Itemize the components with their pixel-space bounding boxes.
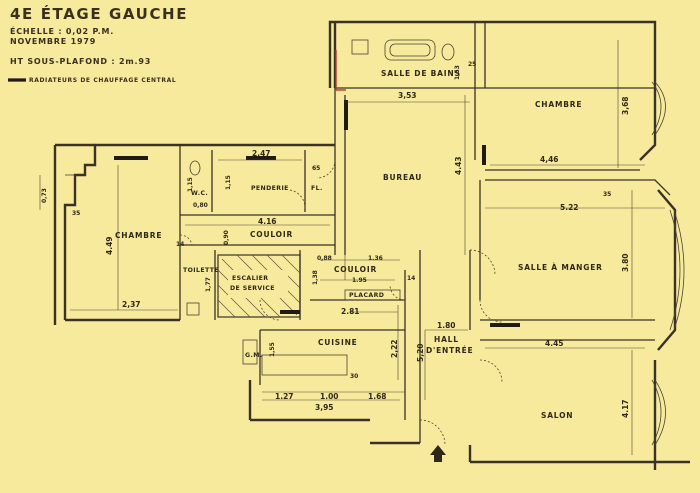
dim-label: 30 — [350, 373, 358, 380]
plan-title: 4E ÉTAGE GAUCHE — [10, 4, 188, 23]
room-penderie: PENDERIE — [251, 185, 289, 192]
dim-label: 4.16 — [258, 217, 277, 226]
dim-label: 0,90 — [223, 230, 230, 245]
walls — [53, 20, 690, 470]
room-hall-entree: D'ENTRÉE — [426, 346, 473, 355]
dim-label: 3.80 — [621, 253, 630, 272]
dim-label: 1.68 — [368, 392, 387, 401]
dim-label: 2.81 — [341, 307, 360, 316]
dim-label: 65 — [312, 165, 320, 172]
room-hall: HALL — [434, 335, 459, 344]
dim-label: 0,73 — [41, 188, 48, 203]
radiators — [114, 50, 520, 327]
room-couloir-top: COULOIR — [250, 230, 293, 239]
dimension-labels: 3,53 1,53 25 3,68 4,46 4.43 2,47 65 1,15… — [41, 61, 630, 418]
dim-label: 1,55 — [269, 342, 276, 357]
room-bureau: BUREAU — [383, 173, 422, 182]
dim-label: 3,53 — [398, 91, 417, 100]
dim-label: 1,15 — [187, 177, 194, 192]
dim-label: 35 — [72, 210, 80, 217]
dim-label: 4.43 — [454, 156, 463, 175]
staircase — [217, 254, 301, 318]
dim-label: 1.00 — [320, 392, 339, 401]
room-labels: SALLE DE BAINS CHAMBRE BUREAU PENDERIE F… — [115, 69, 603, 420]
room-de-service: DE SERVICE — [230, 285, 275, 292]
ceiling-height-label: HT SOUS-PLAFOND : 2m.93 — [10, 57, 151, 66]
dim-label: 1,77 — [205, 277, 212, 292]
dim-label: 1,53 — [454, 65, 461, 80]
legend-label: RADIATEURS DE CHAUFFAGE CENTRAL — [29, 77, 176, 84]
room-chambre-right: CHAMBRE — [535, 100, 582, 109]
placard-box-icon — [344, 289, 401, 301]
toilet-icon — [189, 160, 201, 176]
sink-icon — [351, 39, 369, 55]
room-gm: G.M. — [245, 352, 263, 359]
room-couloir-mid: COULOIR — [334, 265, 377, 274]
dim-label: 5,20 — [416, 343, 425, 362]
room-escalier: ESCALIER — [232, 275, 268, 282]
dim-label: 4,46 — [540, 155, 559, 164]
dim-label: 1,38 — [312, 270, 319, 285]
dimension-lines — [39, 40, 665, 455]
entrance-arrow-icon — [430, 445, 446, 462]
dim-label: 4.17 — [621, 399, 630, 418]
dim-label: 5.22 — [560, 203, 579, 212]
room-fl: FL. — [311, 185, 323, 192]
dim-label: 2,47 — [252, 149, 271, 158]
windows — [65, 81, 685, 446]
dim-label: 1.27 — [275, 392, 294, 401]
dim-label: 25 — [468, 61, 476, 68]
dim-label: 4.45 — [545, 339, 564, 348]
room-wc: W.C. — [191, 190, 208, 197]
dim-label: 0,80 — [193, 202, 208, 209]
dim-label: 1,15 — [225, 175, 232, 190]
fixtures — [186, 39, 455, 376]
doors — [179, 159, 503, 446]
room-salon: SALON — [541, 411, 573, 420]
dim-label: 3,95 — [315, 403, 334, 412]
room-salle-de-bains: SALLE DE BAINS — [381, 69, 461, 78]
dim-label: 14 — [176, 241, 184, 248]
room-chambre-left: CHAMBRE — [115, 231, 162, 240]
toilet-room-toilet-icon — [186, 302, 200, 316]
date-label: NOVEMBRE 1979 — [10, 37, 96, 46]
room-toilette: TOILETTE — [183, 267, 219, 274]
dim-label: 0,88 — [317, 255, 332, 262]
dim-label: 2,22 — [390, 339, 399, 358]
bathtub-icon — [384, 39, 436, 61]
kitchen-counter-icon — [261, 354, 348, 376]
dim-label: 35 — [603, 191, 611, 198]
bidet-icon — [441, 43, 455, 61]
room-placard: PLACARD — [349, 292, 384, 299]
dim-label: 14 — [407, 275, 415, 282]
room-cuisine: CUISINE — [318, 338, 358, 347]
dim-label: 2,37 — [122, 300, 141, 309]
dim-label: 1.95 — [352, 277, 367, 284]
dim-label: 3,68 — [621, 96, 630, 115]
dim-label: 1.36 — [368, 255, 383, 262]
dim-label: 4.49 — [105, 236, 114, 255]
scale-label: ÉCHELLE : 0,02 P.M. — [10, 25, 114, 36]
title-block: 4E ÉTAGE GAUCHE ÉCHELLE : 0,02 P.M. NOVE… — [8, 4, 188, 84]
room-salle-a-manger: SALLE À MANGER — [518, 263, 603, 272]
cooker-icon — [242, 339, 258, 365]
dim-label: 1.80 — [437, 321, 456, 330]
